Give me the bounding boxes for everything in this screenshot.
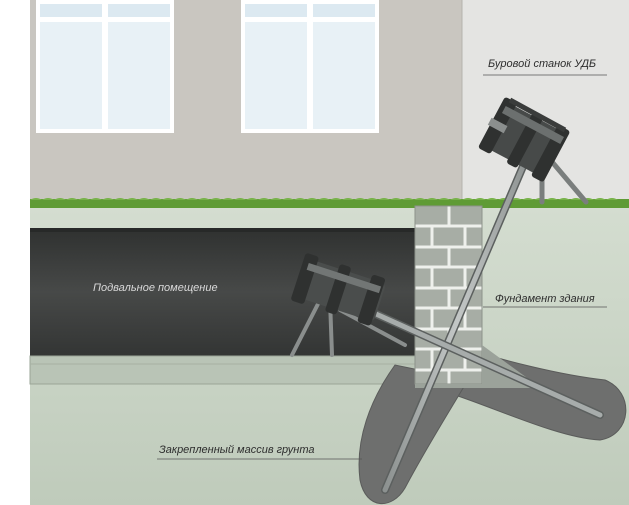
label-leaders — [157, 74, 607, 460]
label-foundation: Фундамент здания — [495, 293, 595, 305]
drilling-rig-basement — [290, 253, 407, 357]
foundation-footing — [415, 345, 530, 388]
drilling-rig-surface — [478, 97, 589, 205]
window-right — [241, 0, 379, 133]
drill-rods — [341, 146, 604, 494]
grass-line — [30, 198, 629, 208]
label-basement: Подвальное помещение — [93, 282, 218, 294]
label-drilling-rig: Буровой станок УДБ — [488, 58, 597, 70]
label-reinforced-soil: Закрепленный массив грунта — [159, 444, 315, 456]
window-left — [36, 0, 174, 133]
basement-floor — [29, 355, 429, 385]
